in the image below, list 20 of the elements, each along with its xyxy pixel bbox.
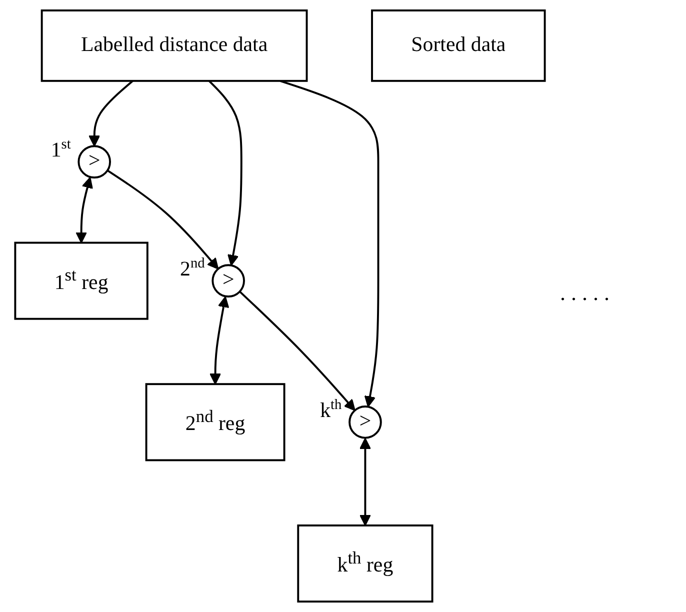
node-box: k$^{th}$ reg — [297, 524, 434, 603]
node-box: 2$^{nd}$ reg — [145, 383, 286, 462]
ellipsis-note: . . . . . — [560, 280, 610, 306]
arrow — [208, 80, 242, 266]
arrow — [239, 290, 356, 411]
node-circle: > — [78, 145, 112, 178]
node-box: Sorted data — [371, 9, 546, 82]
arrow — [76, 176, 93, 244]
node-box: Labelled distance data — [40, 9, 308, 82]
arrow — [88, 80, 134, 147]
arrow — [106, 170, 219, 270]
node-box: 1$^{st}$ reg — [14, 242, 148, 320]
node-circle: > — [212, 264, 245, 298]
stage-label: 1$^{st}$ — [50, 136, 71, 162]
arrow — [210, 296, 230, 385]
node-circle: > — [348, 406, 382, 439]
arrow — [280, 80, 380, 408]
stage-label: k$^{th}$ — [320, 396, 342, 422]
stage-label: 2$^{nd}$ — [180, 256, 205, 281]
arrow — [359, 438, 371, 526]
